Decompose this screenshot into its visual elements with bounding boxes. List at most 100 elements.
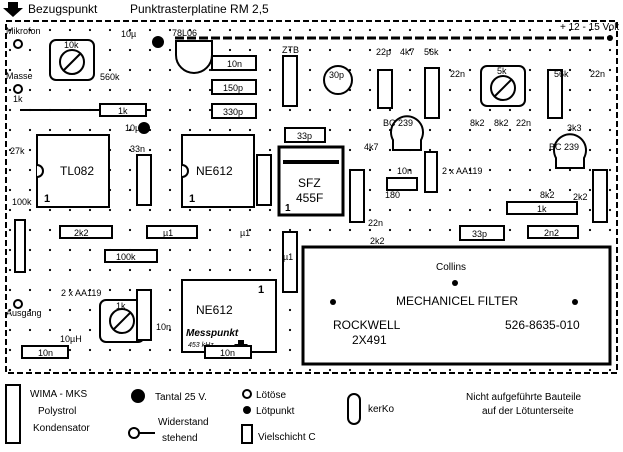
svg-text:2k2: 2k2 — [74, 228, 89, 238]
diodes-b-label: 2 x AA119 — [61, 288, 101, 298]
svg-text:8k2: 8k2 — [494, 118, 509, 128]
wima-cap-symbol — [5, 384, 21, 444]
multilayer-cap-icon — [241, 424, 253, 444]
output-label: Ausgang — [6, 308, 42, 318]
output-solder-lug — [13, 299, 23, 309]
svg-text:100k: 100k — [116, 252, 136, 262]
svg-text:22n: 22n — [590, 69, 605, 79]
svg-text:1: 1 — [285, 203, 291, 214]
svg-text:kerKo: kerKo — [368, 404, 395, 415]
svg-text:1k: 1k — [537, 204, 547, 214]
svg-text:Widerstand: Widerstand — [158, 417, 209, 428]
svg-text:TL082: TL082 — [60, 164, 94, 178]
svg-text:330p: 330p — [223, 107, 243, 117]
svg-text:µ1: µ1 — [240, 228, 250, 238]
svg-text:180: 180 — [385, 190, 400, 200]
supply-rail: + 12 - 15 Volt — [175, 22, 619, 41]
test-point-label: Messpunkt — [186, 328, 239, 339]
svg-text:8k2: 8k2 — [470, 118, 485, 128]
transistor-bc239-a: BC 239 — [383, 115, 424, 151]
svg-text:560k: 560k — [100, 72, 120, 82]
filter-title: MECHANICEL FILTER — [396, 294, 518, 308]
svg-text:1: 1 — [189, 193, 195, 205]
trimmer-30p: 30p — [323, 65, 353, 95]
svg-text:3k3: 3k3 — [567, 123, 582, 133]
svg-text:22n: 22n — [368, 218, 383, 228]
svg-text:5k: 5k — [497, 66, 507, 76]
ground-solder-lug — [13, 84, 23, 94]
resistor-standing-icon — [128, 427, 140, 439]
ceramic-filter-sfz: SFZ 455F 1 — [277, 145, 345, 217]
reference-point-label: Bezugspunkt — [28, 2, 98, 16]
svg-text:8k2: 8k2 — [540, 190, 555, 200]
svg-text:auf der Lötunterseite: auf der Lötunterseite — [482, 406, 574, 417]
svg-text:1k: 1k — [118, 106, 128, 116]
inductor-label: 10µH — [60, 334, 82, 344]
svg-text:WIMA - MKS: WIMA - MKS — [30, 389, 88, 400]
test-point-freq: 453 kHz — [188, 342, 214, 349]
solder-point-icon — [243, 406, 251, 414]
capacitors-horizontal: 10n 150p 330p 33p 33p 10n 10n 10n — [21, 55, 505, 359]
svg-text:Polystrol: Polystrol — [38, 406, 76, 417]
ground-label: Masse — [6, 71, 33, 81]
filter-part-right: 526-8635-010 — [505, 318, 580, 332]
svg-text:33p: 33p — [472, 229, 487, 239]
tantal-cap-top: 10µ — [121, 29, 164, 48]
svg-text:10n: 10n — [397, 166, 412, 176]
pot-1k: 1k — [99, 299, 145, 343]
svg-text:1k: 1k — [13, 94, 23, 104]
svg-text:Nicht aufgeführte Bauteile: Nicht aufgeführte Bauteile — [466, 392, 582, 403]
svg-text:Tantal 25 V.: Tantal 25 V. — [155, 392, 207, 403]
tantal-symbol-icon — [131, 389, 145, 403]
supply-label: + 12 - 15 Volt — [560, 22, 619, 33]
svg-text:4k7: 4k7 — [400, 47, 415, 57]
svg-text:10µ: 10µ — [121, 29, 136, 39]
svg-text:BC 239: BC 239 — [549, 142, 579, 152]
filter-part-left: 2X491 — [352, 333, 387, 347]
svg-text:30p: 30p — [329, 70, 344, 80]
pot-10k: 10k — [49, 39, 95, 81]
svg-text:150p: 150p — [223, 83, 243, 93]
svg-text:56k: 56k — [424, 47, 439, 57]
svg-text:10n: 10n — [38, 348, 53, 358]
io-labels: Mikrofon Masse Ausgang — [6, 26, 42, 318]
diodes-a-label: 2 x AA119 — [442, 166, 482, 176]
svg-text:100k: 100k — [12, 197, 32, 207]
svg-text:10µ: 10µ — [125, 123, 140, 133]
svg-text:stehend: stehend — [162, 433, 198, 444]
svg-text:10n: 10n — [220, 348, 235, 358]
mechanical-filter: Collins MECHANICEL FILTER ROCKWELL 2X491… — [301, 245, 612, 366]
ic-ne612-top: NE612 1 — [181, 134, 255, 208]
svg-text:33n: 33n — [130, 144, 145, 154]
transistor-bc239-b: BC 239 — [549, 133, 587, 169]
svg-text:22n: 22n — [450, 69, 465, 79]
svg-text:455F: 455F — [296, 191, 323, 205]
svg-text:Lötöse: Lötöse — [256, 390, 286, 401]
svg-text:4k7: 4k7 — [364, 142, 379, 152]
svg-text:56k: 56k — [554, 69, 569, 79]
svg-text:1: 1 — [258, 284, 264, 296]
mic-label: Mikrofon — [6, 26, 41, 36]
reference-arrow-icon — [3, 2, 23, 17]
pot-5k: 5k — [480, 65, 526, 107]
resistors-horizontal: 1k 1k 560k 2k2 100k µ1 1k 2n2 — [13, 72, 579, 263]
svg-text:2n2: 2n2 — [544, 228, 559, 238]
soldering-lug-icon — [242, 389, 252, 399]
svg-text:2k2: 2k2 — [573, 192, 588, 202]
svg-text:µ1: µ1 — [283, 252, 293, 262]
svg-text:2k2: 2k2 — [370, 236, 385, 246]
svg-text:NE612: NE612 — [196, 164, 233, 178]
header: Bezugspunkt Punktrasterplatine RM 2,5 — [3, 2, 269, 17]
svg-text:1: 1 — [44, 193, 50, 205]
svg-text:BC 239: BC 239 — [383, 118, 413, 128]
svg-text:33p: 33p — [297, 131, 312, 141]
tantal-cap-mid: 10µ — [125, 122, 150, 134]
svg-text:22p: 22p — [376, 47, 391, 57]
svg-text:Lötpunkt: Lötpunkt — [256, 406, 295, 417]
svg-text:1k: 1k — [116, 301, 126, 311]
svg-text:Kondensator: Kondensator — [33, 423, 90, 434]
filter-maker-left: ROCKWELL — [333, 318, 401, 332]
svg-text:10n: 10n — [227, 59, 242, 69]
legend: WIMA - MKS Polystrol Kondensator Tantal … — [5, 384, 582, 444]
svg-text:SFZ: SFZ — [298, 176, 321, 190]
